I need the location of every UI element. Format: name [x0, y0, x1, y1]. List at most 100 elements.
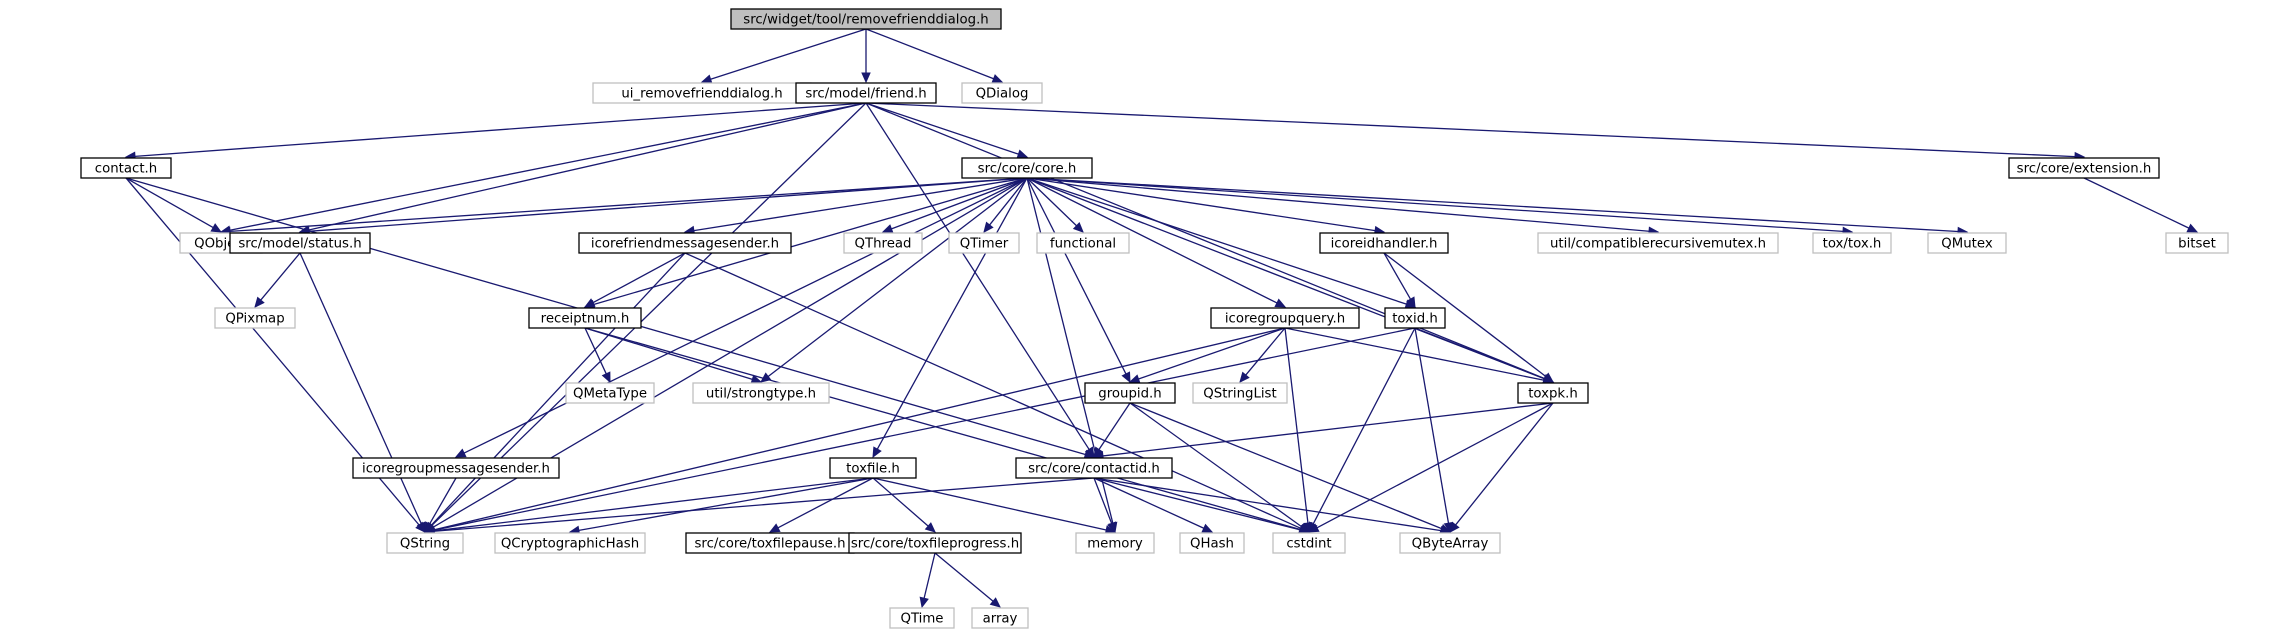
node-toxfilepause[interactable]: src/core/toxfilepause.h [685, 532, 855, 554]
edge-line [433, 327, 1286, 531]
edge-toxid-to-qstring [423, 327, 1416, 535]
arrowhead-icon [1307, 523, 1320, 533]
node-box [494, 532, 646, 554]
node-box [2165, 232, 2229, 254]
node-qmetatype: QMetaType [565, 382, 655, 404]
arrowhead-icon [989, 597, 1001, 608]
edge-line [1026, 177, 1844, 233]
node-toxid[interactable]: toxid.h [1384, 307, 1446, 329]
node-toxfile[interactable]: toxfile.h [829, 457, 917, 479]
edge-contactid-to-qbytearray [1093, 477, 1452, 536]
node-label: QPixmap [225, 312, 284, 327]
edge-friend-to-contactid [865, 102, 1095, 459]
edge-core-to-icgms [454, 177, 1028, 458]
node-box [730, 8, 1002, 30]
node-cstdint: cstdint [1272, 532, 1346, 554]
node-root[interactable]: src/widget/tool/removefrienddialog.h [730, 8, 1002, 30]
edge-toxid-to-toxpk [1414, 327, 1555, 383]
edge-line [1026, 177, 1650, 232]
node-label: QMutex [1941, 237, 1993, 252]
edge-line [891, 177, 1028, 230]
node-extension[interactable]: src/core/extension.h [2008, 157, 2160, 179]
node-icidh[interactable]: icoreidhandler.h [1319, 232, 1449, 254]
edge-line [1102, 402, 1554, 457]
node-receiptnum[interactable]: receiptnum.h [528, 307, 642, 329]
edge-toxpk-to-cstdint [1307, 402, 1554, 533]
node-label: src/core/core.h [978, 162, 1077, 177]
node-box [2008, 157, 2160, 179]
edge-toxfile-to-toxfilepause [768, 477, 874, 533]
edge-line [125, 177, 214, 229]
arrowhead-icon [254, 296, 265, 308]
edge-friend-to-extension [865, 102, 2086, 162]
node-toxpk[interactable]: toxpk.h [1517, 382, 1589, 404]
node-groupid[interactable]: groupid.h [1084, 382, 1176, 404]
node-box [961, 157, 1093, 179]
node-box [848, 532, 1022, 554]
edge-friend-to-contact [124, 102, 867, 162]
node-box [80, 157, 172, 179]
edge-toxfileprogress-to-qtime [919, 552, 936, 609]
node-friend[interactable]: src/model/friend.h [795, 82, 937, 104]
edge-line [1383, 252, 1547, 378]
edge-line [1093, 477, 1113, 524]
edge-line [1129, 402, 1303, 528]
node-box [565, 382, 655, 404]
node-label: src/model/status.h [238, 237, 361, 252]
edge-line [865, 102, 1545, 380]
edge-core-to-icgq [1026, 177, 1287, 308]
node-label: functional [1050, 237, 1116, 252]
node-label: src/core/toxfileprogress.h [851, 537, 1019, 552]
node-ucrm: util/compatiblerecursivemutex.h [1537, 232, 1779, 254]
edge-line [433, 477, 874, 532]
edge-core-to-functional [1026, 177, 1084, 233]
arrowhead-icon [1274, 298, 1287, 308]
edge-line [584, 327, 607, 375]
node-toxfileprogress[interactable]: src/core/toxfileprogress.h [848, 532, 1022, 554]
arrowhead-icon [1107, 521, 1117, 534]
node-icgms[interactable]: icoregroupmessagesender.h [352, 457, 560, 479]
node-toxh: tox/tox.h [1812, 232, 1892, 254]
edge-line [1316, 402, 1554, 529]
node-contactid[interactable]: src/core/contactid.h [1015, 457, 1173, 479]
arrowhead-icon [1406, 296, 1416, 309]
node-box [352, 457, 560, 479]
node-qstringlist: QStringList [1192, 382, 1288, 404]
arrowhead-icon [583, 298, 596, 308]
node-icfms[interactable]: icorefriendmessagesender.h [578, 232, 792, 254]
arrowhead-icon [210, 223, 223, 233]
node-box [1319, 232, 1449, 254]
node-box [1384, 307, 1446, 329]
node-qtime: QTime [889, 607, 955, 629]
node-status[interactable]: src/model/status.h [229, 232, 371, 254]
node-box [795, 82, 937, 104]
arrowhead-icon [1072, 221, 1084, 233]
edge-line [2083, 177, 2190, 229]
node-icgq[interactable]: icoregroupquery.h [1210, 307, 1360, 329]
node-qhash: QHash [1179, 532, 1245, 554]
node-qtimer: QTimer [948, 232, 1020, 254]
edge-root-to-qdialog [865, 28, 1004, 83]
edge-line [865, 102, 2076, 158]
edge-line [923, 552, 936, 599]
node-contact[interactable]: contact.h [80, 157, 172, 179]
node-box [843, 232, 923, 254]
edge-line [1093, 477, 1205, 529]
node-label: src/widget/tool/removefrienddialog.h [743, 13, 988, 28]
edge-line [260, 252, 301, 301]
arrowhead-icon [861, 72, 871, 84]
edge-core-to-groupid [1026, 177, 1131, 384]
arrowhead-icon [768, 523, 781, 533]
arrowhead-icon [1542, 374, 1555, 383]
node-label: src/model/friend.h [805, 87, 926, 102]
edge-line [1026, 177, 1278, 304]
node-core[interactable]: src/core/core.h [961, 157, 1093, 179]
edge-line [876, 177, 1028, 450]
node-box [214, 307, 296, 329]
edge-line [777, 477, 874, 529]
edge-core-to-qtimer [983, 177, 1028, 233]
edge-status-to-qpixmap [254, 252, 301, 308]
edge-line [584, 327, 753, 380]
node-qstring: QString [386, 532, 464, 554]
edge-line [592, 252, 686, 304]
